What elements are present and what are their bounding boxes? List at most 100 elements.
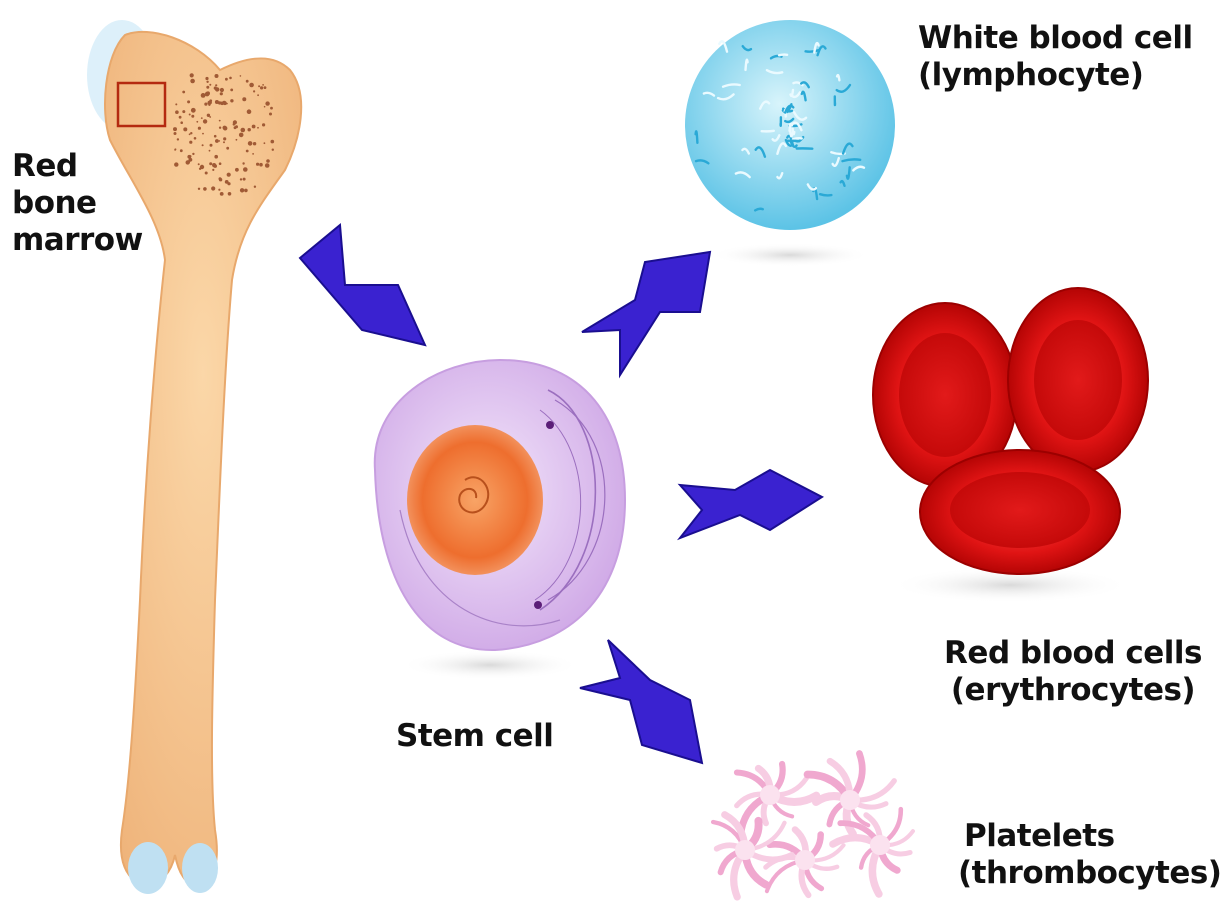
stem-cell: [375, 360, 625, 680]
marrow-dot: [219, 177, 222, 180]
marrow-dot: [174, 148, 176, 150]
label-platelets-line-1: Platelets: [958, 818, 1221, 855]
marrow-dot: [220, 192, 224, 196]
label-red-blood-cells-line-1: Red blood cells: [928, 635, 1218, 672]
marrow-dot: [187, 100, 190, 103]
label-red-bone-marrow-line-3: marrow: [12, 222, 143, 259]
marrow-dot: [260, 86, 263, 89]
marrow-dot: [182, 110, 185, 113]
marrow-dot: [226, 147, 229, 150]
marrow-dot: [258, 85, 260, 87]
marrow-dot: [242, 97, 246, 101]
marrow-dot: [218, 189, 220, 191]
platelets: [713, 754, 913, 897]
marrow-dot: [187, 155, 191, 159]
marrow-dot: [190, 73, 194, 77]
marrow-dot: [211, 186, 215, 190]
marrow-dot: [264, 142, 266, 144]
marrow-dot: [180, 149, 183, 152]
marrow-dot: [259, 163, 263, 167]
marrow-dot: [242, 162, 244, 164]
marrow-dot: [269, 113, 272, 116]
marrow-dot: [209, 162, 212, 165]
marrow-dot: [220, 92, 223, 95]
marrow-dot: [199, 168, 201, 170]
marrow-dot: [215, 74, 219, 78]
marrow-dot: [177, 138, 179, 140]
marrow-dot: [209, 84, 211, 86]
marrow-dot: [253, 90, 255, 92]
marrow-dot: [265, 101, 269, 105]
marrow-dot: [219, 162, 222, 165]
marrow-dot: [243, 167, 248, 172]
villus: [779, 55, 787, 56]
label-red-bone-marrow-line-1: Red: [12, 148, 143, 185]
marrow-dot: [266, 159, 270, 163]
marrow-dot: [241, 128, 246, 133]
marrow-dot: [179, 116, 182, 119]
marrow-dot: [215, 84, 217, 86]
marrow-dot: [202, 144, 204, 146]
marrow-dot: [210, 144, 213, 147]
marrow-dot: [230, 89, 233, 92]
marrow-dot: [230, 99, 233, 102]
marrow-dot: [248, 141, 253, 146]
marrow-dot: [175, 110, 179, 114]
marrow-dot: [194, 137, 197, 140]
platelet: [766, 830, 844, 896]
white-blood-cell: [685, 20, 895, 267]
marrow-dot: [203, 119, 207, 123]
red-blood-cells: [873, 288, 1148, 603]
label-stem-cell: Stem cell: [396, 718, 553, 755]
marrow-dot: [229, 77, 232, 80]
marrow-dot: [174, 132, 177, 135]
arrow-to-stem-cell: [300, 225, 425, 345]
marrow-dot: [264, 106, 266, 108]
marrow-dot: [247, 109, 252, 114]
marrow-dot: [246, 150, 249, 153]
label-white-blood-cell-line-1: White blood cell: [918, 20, 1193, 57]
marrow-dot: [252, 125, 256, 129]
marrow-dot: [227, 173, 231, 177]
label-red-blood-cells: Red blood cells (erythrocytes): [928, 635, 1218, 709]
marrow-dot: [222, 101, 226, 105]
marrow-dot: [228, 192, 232, 196]
marrow-dot: [204, 103, 207, 106]
marrow-dot: [244, 189, 248, 193]
marrow-dot: [240, 133, 242, 135]
marrow-dot: [265, 163, 270, 168]
marrow-dot: [187, 160, 190, 163]
marrow-dot: [182, 91, 185, 94]
marrow-dot: [189, 114, 191, 116]
marrow-dot: [215, 87, 219, 91]
marrow-dot: [206, 81, 208, 83]
marrow-dot: [225, 180, 229, 184]
marrow-dot: [208, 104, 210, 106]
marrow-dot: [189, 141, 192, 144]
marrow-dot: [248, 128, 251, 131]
marrow-dot: [253, 142, 256, 145]
marrow-dot: [180, 121, 183, 124]
marrow-dot: [257, 94, 259, 96]
marrow-dot: [212, 163, 216, 167]
marrow-dot: [202, 133, 204, 135]
marrow-dot: [256, 163, 259, 166]
marrow-dot: [190, 132, 192, 134]
villus: [762, 131, 774, 132]
marrow-dot: [191, 108, 196, 113]
label-red-bone-marrow: Red bone marrow: [12, 148, 143, 259]
marrow-dot: [215, 100, 219, 104]
marrow-dot: [203, 187, 207, 191]
marrow-dot: [173, 127, 177, 131]
marrow-dot: [246, 80, 249, 83]
marrow-dot: [214, 135, 217, 138]
marrow-dot: [219, 127, 221, 129]
arrow-to-red-blood-cells: [680, 470, 822, 538]
marrow-dot: [209, 150, 211, 152]
marrow-dot: [236, 139, 238, 141]
label-platelets-line-2: (thrombocytes): [958, 855, 1221, 892]
marrow-dot: [240, 75, 242, 77]
marrow-dot: [240, 178, 242, 180]
marrow-dot: [249, 83, 254, 88]
